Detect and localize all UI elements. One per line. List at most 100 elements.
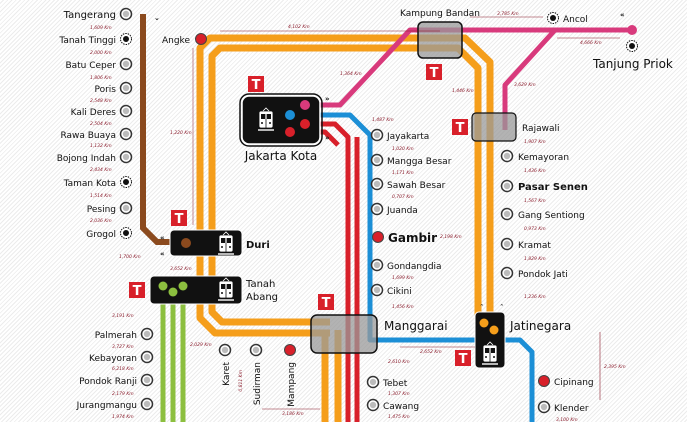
tangerang-stations: Tangerang Tanah Tinggi Batu Ceper Poris …: [57, 7, 133, 240]
station-pasar-senen[interactable]: [500, 179, 514, 193]
svg-text:1,974 Km: 1,974 Km: [112, 414, 134, 420]
station-mangga-besar[interactable]: [370, 153, 384, 167]
station-taman-kota[interactable]: [120, 176, 132, 188]
station-grogol[interactable]: [120, 227, 132, 239]
station-poris[interactable]: [119, 81, 133, 95]
svg-text:Rawa Buaya: Rawa Buaya: [60, 131, 116, 141]
svg-text:Sudirman: Sudirman: [253, 362, 263, 405]
station-palmerah[interactable]: [140, 327, 154, 341]
svg-text:Juanda: Juanda: [386, 206, 418, 216]
station-kemayoran[interactable]: [500, 149, 514, 163]
station-tangerang[interactable]: [119, 7, 133, 21]
hub-label: Abang: [246, 292, 278, 303]
station-gondangdia[interactable]: [370, 258, 384, 272]
station-ancol[interactable]: [547, 12, 559, 24]
svg-text:Karet: Karet: [222, 362, 232, 386]
station-pondok-jati[interactable]: [500, 266, 514, 280]
station-sawah-besar[interactable]: [370, 177, 384, 191]
svg-text:1,475 Km: 1,475 Km: [388, 414, 410, 420]
svg-text:Tebet: Tebet: [382, 379, 408, 389]
station-gambir[interactable]: [372, 231, 384, 243]
svg-text:1,907 Km: 1,907 Km: [524, 139, 546, 145]
bekasi-stations: Cipinang Klender: [537, 375, 594, 414]
priok-distances: 1,364 Km 3,785 Km 4,666 Km 3,629 Km: [340, 11, 620, 88]
station-juanda[interactable]: [370, 202, 384, 216]
svg-text:Gondangdia: Gondangdia: [387, 262, 442, 272]
station-bojong-indah[interactable]: [119, 150, 133, 164]
transfer-icon: [455, 350, 471, 367]
svg-text:2,548 Km: 2,548 Km: [90, 98, 112, 104]
svg-text:3,727 Km: 3,727 Km: [112, 344, 134, 350]
station-cikini[interactable]: [370, 283, 384, 297]
station-karet[interactable]: [218, 343, 232, 357]
station-rawa-buaya[interactable]: [119, 127, 133, 141]
svg-text:1,446 Km: 1,446 Km: [452, 88, 474, 94]
hub-label: Jakarta Kota: [244, 149, 317, 163]
svg-text:1,829 Km: 1,829 Km: [524, 256, 546, 262]
svg-text:2,036 Km: 2,036 Km: [90, 218, 112, 224]
station-tanjung-priok[interactable]: [626, 40, 638, 52]
hub-jatinegara[interactable]: Jatinegara: [474, 311, 571, 369]
hub-jakarta-kota[interactable]: Jakarta Kota: [239, 93, 323, 163]
svg-text:ˆ: ˆ: [480, 304, 484, 312]
svg-text:1,567 Km: 1,567 Km: [524, 198, 546, 204]
loop-distances: 1,220 Km 4,102 Km 3,652 Km 2,029 Km 0,81…: [170, 24, 475, 417]
svg-text:0,973 Km: 0,973 Km: [524, 226, 546, 232]
station-jayakarta[interactable]: [370, 128, 384, 142]
station-cawang[interactable]: [366, 398, 380, 412]
station-sudirman[interactable]: [249, 343, 263, 357]
central-distances: 1,487 Km 1,020 Km 1,171 Km 0,707 Km 2,19…: [372, 117, 462, 310]
svg-text:1,236 Km: 1,236 Km: [524, 294, 546, 300]
station-batu-ceper[interactable]: [119, 57, 133, 71]
station-pesing[interactable]: [119, 201, 133, 215]
svg-text:Pasar Senen: Pasar Senen: [518, 182, 588, 193]
central-stations: Jayakarta Mangga Besar Sawah Besar Juand…: [370, 128, 452, 297]
svg-text:1,700 Km: 1,700 Km: [119, 254, 141, 260]
station-pondok-ranji[interactable]: [140, 373, 154, 387]
svg-text:3,652 Km: 3,652 Km: [170, 266, 192, 272]
east-stations: Kemayoran Pasar Senen Gang Sentiong Kram…: [500, 149, 588, 280]
svg-text:2,000 Km: 2,000 Km: [90, 50, 112, 56]
serpong-line: [160, 287, 186, 422]
svg-text:»: »: [325, 95, 330, 103]
east-distances: 1,907 Km 1,436 Km 1,567 Km 0,973 Km 1,82…: [524, 139, 546, 300]
hub-label: Rajawali: [522, 124, 559, 134]
hub-duri[interactable]: Duri: [169, 229, 270, 257]
station-label: Ancol: [563, 15, 588, 25]
serpong-stations: Palmerah Kebayoran Pondok Ranji Jurangma…: [76, 327, 154, 411]
station-cipinang[interactable]: [538, 375, 550, 387]
south-stations: Tebet Cawang: [366, 375, 419, 412]
station-angke[interactable]: [195, 33, 207, 45]
station-jurangmangu[interactable]: [140, 397, 154, 411]
station-klender[interactable]: [537, 400, 551, 414]
station-mampang[interactable]: [284, 344, 296, 356]
svg-text:Gang Sentiong: Gang Sentiong: [518, 211, 585, 221]
svg-text:6,218 Km: 6,218 Km: [112, 366, 134, 372]
svg-text:2,652 Km: 2,652 Km: [420, 349, 442, 355]
svg-text:Cipinang: Cipinang: [554, 378, 594, 388]
svg-text:Kemayoran: Kemayoran: [518, 153, 569, 163]
station-gang-sentiong[interactable]: [500, 207, 514, 221]
svg-text:Pesing: Pesing: [87, 205, 116, 215]
svg-text:Gambir: Gambir: [388, 231, 437, 245]
transfer-icon: [129, 282, 145, 299]
svg-text:Pondok Ranji: Pondok Ranji: [79, 377, 137, 387]
svg-text:Palmerah: Palmerah: [95, 331, 137, 341]
svg-text:1,487 Km: 1,487 Km: [372, 117, 394, 123]
station-tanah-tinggi[interactable]: [120, 33, 132, 45]
serpong-distances: 3,191 Km 3,727 Km 6,218 Km 2,179 Km 1,97…: [112, 313, 134, 420]
station-kebayoran[interactable]: [140, 350, 154, 364]
station-tebet[interactable]: [366, 375, 380, 389]
station-kali-deres[interactable]: [119, 104, 133, 118]
svg-text:3,186 Km: 3,186 Km: [282, 411, 304, 417]
svg-text:Mangga Besar: Mangga Besar: [387, 157, 452, 167]
station-kramat[interactable]: [500, 237, 514, 251]
hub-rajawali[interactable]: Rajawali: [471, 112, 559, 142]
hub-manggarai[interactable]: Manggarai: [310, 314, 448, 354]
svg-text:Jurangmangu: Jurangmangu: [76, 401, 137, 411]
hub-label: Jatinegara: [509, 319, 571, 333]
svg-text:1,609 Km: 1,609 Km: [90, 25, 112, 31]
svg-text:2,504 Km: 2,504 Km: [90, 121, 112, 127]
hub-tanah-abang[interactable]: Tanah Abang: [149, 275, 278, 305]
svg-text:Pondok Jati: Pondok Jati: [518, 270, 568, 280]
